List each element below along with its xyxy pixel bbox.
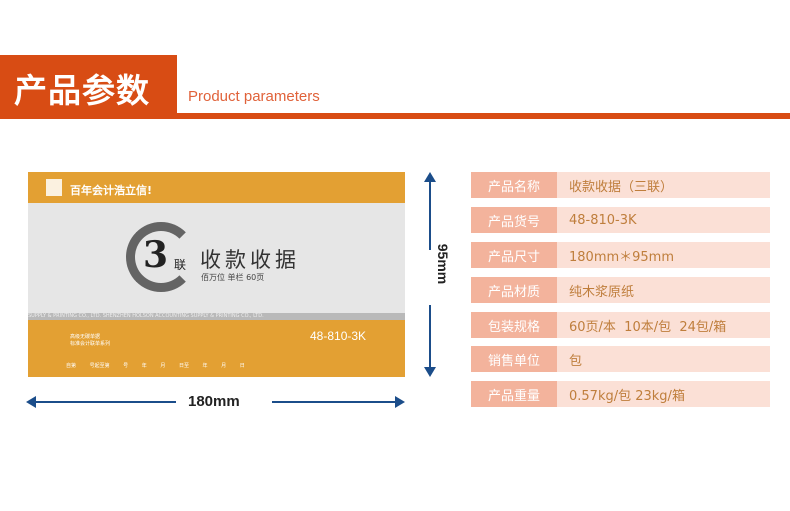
width-dimension: 180mm [188,393,240,410]
series-line-1: 高级无碳单据 [70,334,101,340]
section-title: 产品参数 [14,71,150,110]
top-band [28,172,405,203]
param-label: 产品重量 [471,381,557,407]
header-divider [0,113,790,119]
section-subtitle: Product parameters [188,88,320,105]
slogan: 百年会计浩立信! [70,184,153,197]
product-subtitle: 佰万位 单栏 60页 [201,273,265,282]
param-label: 产品名称 [471,172,557,198]
param-row: 销售单位包 [471,346,770,372]
param-row: 产品材质纯木浆原纸 [471,277,770,303]
width-arrow-left [36,401,176,403]
param-value: 60页/本 10本/包 24包/箱 [557,312,770,338]
param-label: 销售单位 [471,346,557,372]
ink-circle-icon [126,222,196,292]
arrow-left-icon [26,396,36,408]
param-label: 包装规格 [471,312,557,338]
param-value: 包 [557,346,770,372]
series-line-2: 标准会计联单系列 [70,341,111,347]
copies-number: 3 [143,234,169,276]
product-footer: 自第 号起至第 号 年 月 日至 年 月 日 [66,363,245,369]
brand-logo [46,179,62,196]
bottom-band [28,320,405,377]
arrow-right-icon [395,396,405,408]
param-row: 产品名称收款收据（三联） [471,172,770,198]
param-label: 产品尺寸 [471,242,557,268]
height-dimension: 95mm [435,243,451,285]
param-value: 48-810-3K [557,207,770,233]
param-label: 产品货号 [471,207,557,233]
product-title: 收款收据 [200,248,300,272]
param-value: 收款收据（三联） [557,172,770,198]
param-value: 180mm＊95mm [557,242,770,268]
series-text: 高级无碳单据标准会计联单系列 [70,334,110,348]
height-arrow-top [429,180,431,250]
product-image: 百年会计浩立信! 3 联 收款收据 佰万位 单栏 60页 SUPPLY & PR… [28,172,405,377]
header-block [0,55,177,119]
width-arrow-right [272,401,396,403]
param-value: 0.57kg/包 23kg/箱 [557,381,770,407]
company-strip: SUPPLY & PRINTING CO., LTD. SHENZHEN HOL… [28,313,405,320]
height-arrow-bottom [429,305,431,369]
param-label: 产品材质 [471,277,557,303]
param-value: 纯木浆原纸 [557,277,770,303]
copies-label: 联 [174,258,187,272]
arrow-down-icon [424,367,436,377]
arrow-up-icon [424,172,436,182]
product-code: 48-810-3K [310,329,367,343]
